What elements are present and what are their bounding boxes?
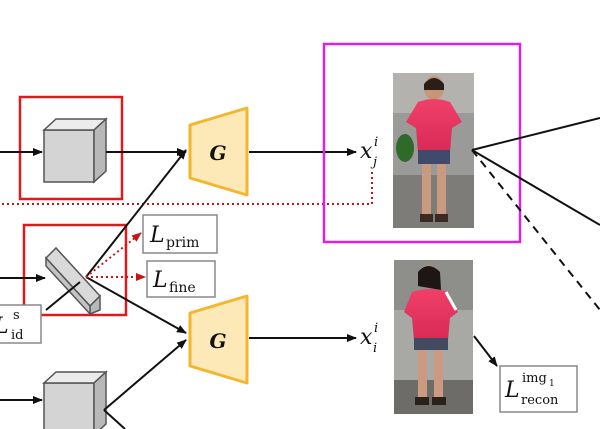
svg-text:1: 1 <box>549 379 555 389</box>
output-xj-label: x i j <box>360 135 378 170</box>
svg-text:x: x <box>360 325 373 350</box>
loss-prim-box <box>142 214 218 254</box>
generated-image-box <box>322 42 522 244</box>
arrow-bar-to-g-bottom <box>85 276 187 334</box>
loss-recon-box <box>499 365 578 413</box>
svg-text:L: L <box>149 223 165 248</box>
svg-text:L: L <box>152 268 168 293</box>
generator-bottom <box>188 294 249 385</box>
svg-text:j: j <box>370 155 377 170</box>
output-xi-label: x i i <box>360 321 378 356</box>
dashed-xj-to-right <box>471 149 600 311</box>
arrow-bar-to-g-top <box>85 149 187 278</box>
loss-fine-label: L fine <box>152 268 196 296</box>
loss-id-label: L s id <box>0 308 23 343</box>
loss-prim-label: L prim <box>149 223 199 251</box>
red-dotted-feedback <box>0 172 373 205</box>
svg-text:i: i <box>373 341 377 356</box>
svg-text:fine: fine <box>169 280 196 296</box>
person-image-top <box>393 73 474 228</box>
svg-text:id: id <box>11 328 23 343</box>
loss-recon-label: L img 1 recon <box>504 371 559 408</box>
line-xj-to-right-lower <box>471 149 600 226</box>
svg-text:x: x <box>360 139 373 164</box>
svg-text:i: i <box>374 321 378 336</box>
svg-text:img: img <box>522 371 547 386</box>
generator-bottom-label: G <box>209 329 226 353</box>
svg-text:i: i <box>374 135 378 150</box>
line-bar-to-lid <box>45 281 81 311</box>
line-xj-to-right-upper <box>471 117 600 151</box>
svg-text:L: L <box>0 314 9 339</box>
svg-text:recon: recon <box>521 393 559 408</box>
feature-vector-icon <box>44 246 102 316</box>
svg-text:prim: prim <box>166 235 199 251</box>
feature-box-middle <box>22 223 128 317</box>
generator-top-label: G <box>209 141 226 165</box>
cube-icon-top <box>42 117 108 184</box>
loss-fine-box <box>146 260 216 298</box>
person-image-bottom <box>394 260 473 414</box>
generator-top <box>188 106 249 197</box>
arrow-bar-to-lprim <box>85 232 142 278</box>
encoder-box-top <box>18 95 124 201</box>
svg-text:L: L <box>504 378 520 403</box>
arrow-xi-to-recon <box>473 335 498 367</box>
arrow-cube-bottom-to-g-bottom <box>103 339 187 411</box>
line-cube-bottom-down <box>103 409 126 429</box>
svg-text:s: s <box>13 308 20 323</box>
cube-icon-bottom <box>42 370 108 429</box>
loss-id-box <box>0 304 42 344</box>
